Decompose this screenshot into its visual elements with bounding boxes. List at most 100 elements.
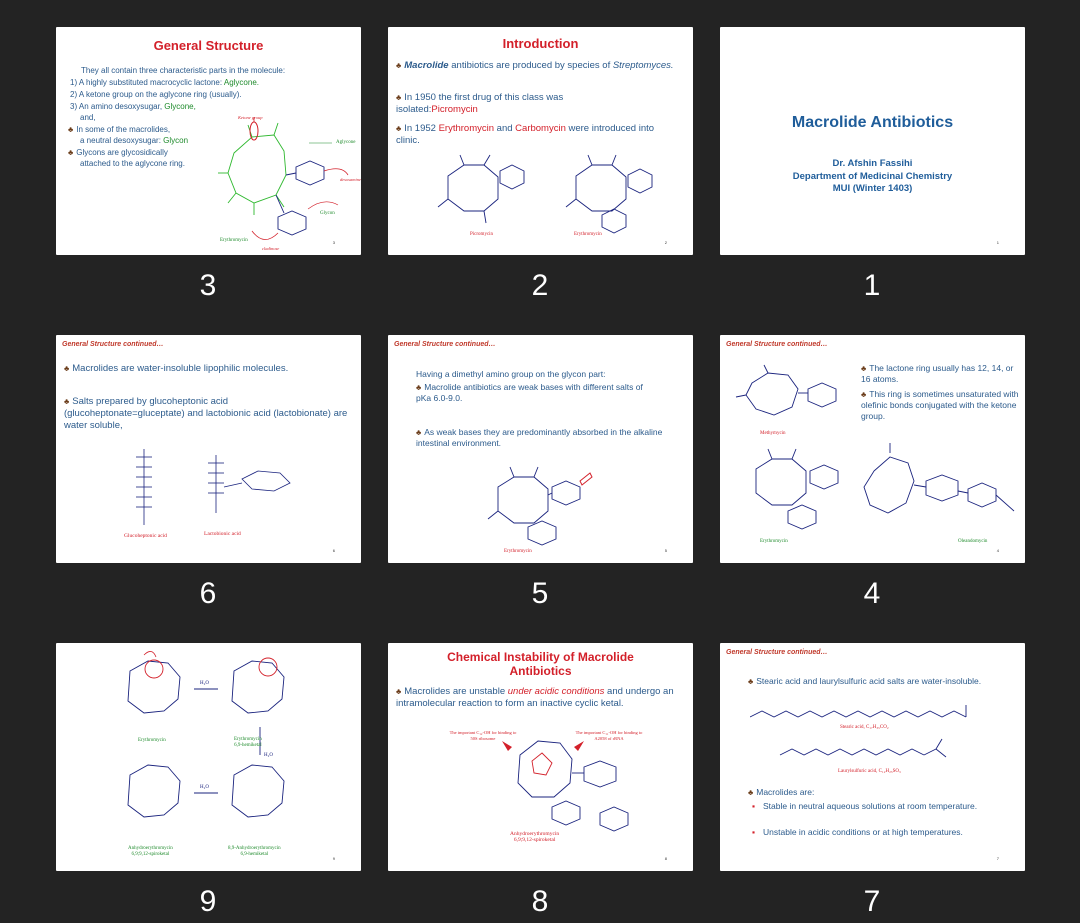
slide-6[interactable]: General Structure continued… Macrolides … [56,335,361,563]
slide-2[interactable]: Introduction Macrolide antibiotics are p… [388,27,693,255]
slide-title: Chemical Instability of Macrolide Antibi… [447,650,634,678]
bullet-text: Stearic acid and laurylsulfuric acid sal… [748,676,1008,687]
slide-thumbnail-8[interactable]: Chemical Instability of Macrolide Antibi… [388,643,693,919]
molecule-caption: Erythromycin [138,738,166,743]
bullet-text: This ring is sometimes unsaturated with … [861,389,1021,422]
molecule-caption: Lactobionic acid [204,531,241,537]
bullet-text: Macrolides are unstable under acidic con… [396,686,686,710]
list-item: 3) An amino desoxysugar, Glycone, [70,102,196,111]
bullet-text: Salts prepared by glucoheptonic acid (gl… [64,396,349,432]
molecule-erythromycin-diagram [218,117,349,240]
glycon-label: Glycon [320,211,335,216]
molecule-caption: Erythromycin [504,549,532,554]
reaction-arrow-label: H₂O [200,681,209,686]
molecule-caption: Picromycin [470,232,494,237]
institution: MUI (Winter 1403) [832,183,913,194]
molecule-erythromycin-diagram [487,466,593,546]
molecule-caption: Erythromycin [574,232,602,237]
molecule-caption: Laurylsulfuric acid, C₁₂H₂₅SO₃ [838,769,901,774]
page-number: 7 [996,856,999,861]
list-item: attached to the aglycone ring. [80,159,185,168]
slide-title: Macrolide Antibiotics [791,114,954,131]
slide-number: 6 [199,577,218,610]
page-number: 3 [332,240,335,245]
page-number: 1 [996,240,999,245]
bullet-text: As weak bases they are predominantly abs… [416,427,666,449]
reaction-scheme-diagram [127,651,285,818]
slide-number: 3 [199,269,218,302]
molecule-erythromycin-diagram [565,154,653,234]
molecule-caption: Oleandomycin [958,539,988,544]
slide-4[interactable]: General Structure continued… The lactone… [720,335,1025,563]
molecule-acids-diagram [136,449,291,525]
slide-8[interactable]: Chemical Instability of Macrolide Antibi… [388,643,693,871]
slide-number: 7 [863,885,882,918]
annotation-note: The important C₁₁-OH for binding to A205… [575,730,643,741]
slide-thumbnail-7[interactable]: General Structure continued… Stearic aci… [720,643,1025,919]
slide-thumbnail-4[interactable]: General Structure continued… The lactone… [720,335,1025,611]
desosamine-label: desosamine [340,177,361,182]
bullet-text: In 1950 the first drug of this class was… [396,92,626,116]
molecule-picromycin-diagram [437,154,525,224]
list-item: In some of the macrolides, [68,125,170,134]
slide-5[interactable]: General Structure continued… Having a di… [388,335,693,563]
molecule-caption: Glucoheptonic acid [124,533,167,539]
slide-number: 1 [863,269,882,302]
slide-thumbnail-2[interactable]: Introduction Macrolide antibiotics are p… [388,27,693,303]
molecule-caption: Erythromycin [760,539,788,544]
slide-number: 8 [531,885,550,918]
list-item: ▪Unstable in acidic conditions or at hig… [752,827,963,837]
list-item: Glycons are glycosidically [68,148,168,157]
reaction-arrow-label: H₂O [200,785,209,790]
molecule-oleandomycin-diagram [863,443,1015,514]
bullet-text: Macrolide antibiotics are weak bases wit… [416,382,656,404]
author-block: Dr. Afshin Fassihi Department of Medicin… [720,158,1025,196]
slide-header: General Structure continued… [726,649,828,656]
list-item: 1) A highly substituted macrocyclic lact… [70,78,259,87]
molecule-anhydroerythromycin-diagram [502,740,629,832]
list-item: a neutral desoxysugar: Glycon [80,136,189,145]
page-number: 5 [664,548,667,553]
page-number: 6 [332,548,335,553]
slide-1[interactable]: Macrolide Antibiotics Dr. Afshin Fassihi… [720,27,1025,255]
slide-7[interactable]: General Structure continued… Stearic aci… [720,643,1025,871]
molecule-caption: Stearic acid, C₁₇H₃₅CO₂ [840,725,889,730]
slide-header: General Structure continued… [62,341,164,348]
list-item: 2) A ketone group on the aglycone ring (… [70,90,242,99]
cladinose-label: cladinose [262,246,280,251]
reaction-arrow-label: H₂O [264,753,273,758]
bullet-text: Macrolides are: [748,787,814,798]
bullet-text: Macrolides are water-insoluble lipophili… [64,363,356,375]
list-item: ▪Stable in neutral aqueous solutions at … [752,801,978,811]
bullet-text: In 1952 Erythromycin and Carbomycin were… [396,123,656,147]
bullet-text: Macrolide antibiotics are produced by sp… [396,60,686,72]
bullet-text: The lactone ring usually has 12, 14, or … [861,363,1021,385]
molecule-fatty-acids-diagram [750,705,967,758]
slide-header: General Structure continued… [394,341,496,348]
slide-thumbnail-5[interactable]: General Structure continued… Having a di… [388,335,693,611]
slide-number: 4 [863,577,882,610]
annotation-note: The important C₁₂-OH for binding to 50S … [449,730,517,741]
slide-thumbnail-6[interactable]: General Structure continued… Macrolides … [56,335,361,611]
molecule-caption: Erythromycin [220,238,248,243]
slide-title: Introduction [502,36,579,51]
slide-thumbnail-1[interactable]: Macrolide Antibiotics Dr. Afshin Fassihi… [720,27,1025,303]
page-number: 8 [664,856,667,861]
author-name: Dr. Afshin Fassihi [832,158,913,169]
slide-text: Having a dimethyl amino group on the gly… [416,369,606,379]
slide-thumbnail-3[interactable]: General Structure They all contain three… [56,27,361,303]
slide-header: General Structure continued… [726,341,828,348]
aglycone-label: Aglycone [336,140,356,145]
slide-number: 2 [531,269,550,302]
molecule-methymycin-diagram [735,364,837,416]
department: Department of Medicinal Chemistry [792,170,953,182]
slide-3[interactable]: General Structure They all contain three… [56,27,361,255]
slide-number: 9 [199,885,218,918]
slide-intro: They all contain three characteristic pa… [81,66,286,75]
